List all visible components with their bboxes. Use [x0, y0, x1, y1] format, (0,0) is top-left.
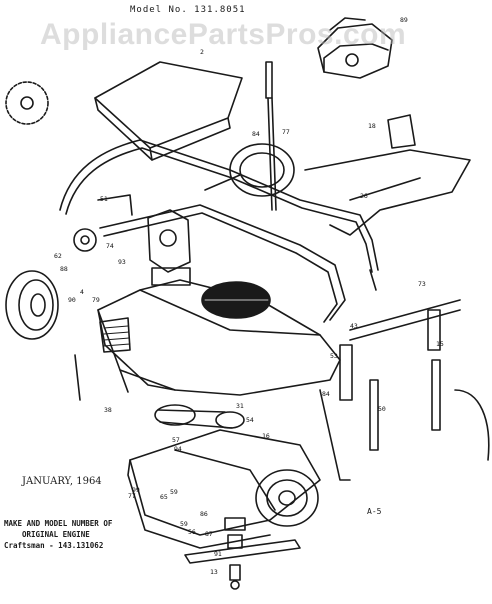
callout: 15 [436, 340, 444, 348]
callout: 77 [128, 492, 136, 500]
callout: 56 [188, 528, 196, 536]
callout: 51 [100, 195, 108, 203]
callout: 59 [180, 520, 188, 528]
callout: 38 [104, 406, 112, 414]
engine-info: MAKE AND MODEL NUMBER OF ORIGINAL ENGINE… [4, 518, 112, 551]
callout: 62 [54, 252, 62, 260]
rear-wheel-arc [454, 389, 490, 461]
rear-deck [304, 114, 471, 236]
linkage-rods [74, 174, 241, 401]
callout: 13 [210, 568, 218, 576]
center-engine [147, 209, 191, 286]
grille [99, 317, 131, 353]
callout: 91 [214, 550, 222, 558]
callout: 57 [172, 436, 180, 444]
callout: 88 [60, 265, 68, 273]
steering-wheel-small [73, 228, 97, 252]
callout: 43 [350, 322, 358, 330]
engine-assembly [317, 17, 393, 79]
callout: 87 [205, 530, 213, 538]
engine-line-1: MAKE AND MODEL NUMBER OF [4, 519, 113, 528]
callout: 54 [246, 416, 254, 424]
callout: 50 [378, 405, 386, 413]
callout: 84 [252, 130, 260, 138]
left-front-wheel [5, 270, 59, 340]
callout: 94 [174, 445, 182, 453]
callout: 86 [200, 510, 208, 518]
callout: 84 [322, 390, 330, 398]
belt-drive [154, 404, 245, 429]
callout: 89 [400, 16, 408, 24]
pulley-detail [5, 81, 49, 125]
seat-pad [94, 61, 243, 161]
callout: 79 [92, 296, 100, 304]
front-hood [229, 143, 295, 197]
spindle-stack [184, 517, 301, 590]
watermark: AppliancePartsPros.com [40, 18, 407, 51]
callout: 53 [330, 352, 338, 360]
engine-line-3: Craftsman - 143.131062 [4, 541, 104, 550]
callout: 73 [418, 280, 426, 288]
callout: 18 [368, 122, 376, 130]
engine-line-2: ORIGINAL ENGINE [22, 530, 90, 539]
frame-tubes [59, 139, 379, 323]
callout: 90 [68, 296, 76, 304]
callout: 77 [282, 128, 290, 136]
callout: 93 [118, 258, 126, 266]
callout: 65 [160, 493, 168, 501]
callout: 2 [200, 48, 204, 56]
page-reference: A-5 [367, 507, 382, 516]
callout: 59 [170, 488, 178, 496]
right-front-wheel [255, 469, 319, 527]
callout: 4 [80, 288, 84, 296]
callout: 74 [106, 242, 114, 250]
callout: 26 [360, 192, 368, 200]
rear-axle [319, 299, 461, 481]
callout: 31 [236, 402, 244, 410]
callout: 99 [132, 486, 140, 494]
callout: 16 [262, 432, 270, 440]
diagram-date: JANUARY, 1964 [22, 476, 102, 487]
model-number: Model No. 131.8051 [130, 5, 246, 15]
cutting-deck [127, 429, 321, 549]
